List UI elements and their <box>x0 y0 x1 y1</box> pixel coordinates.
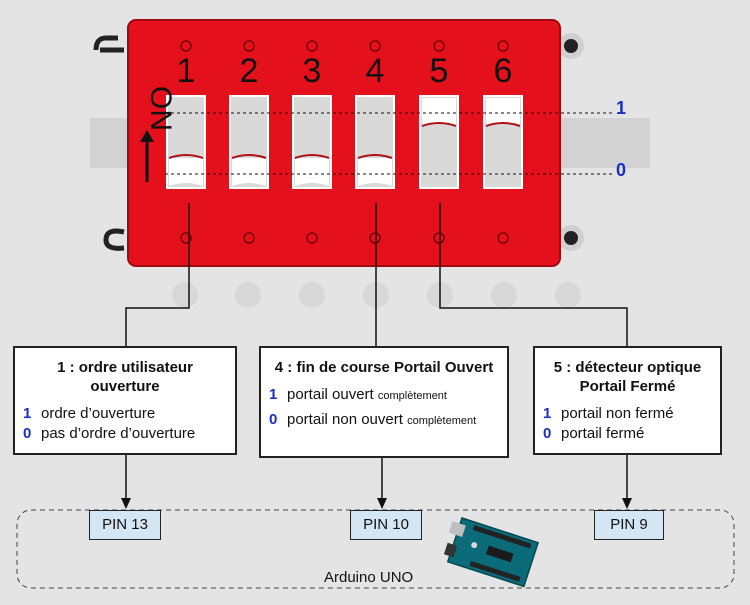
pin-13-label: PIN 13 <box>89 510 161 540</box>
pin-hole <box>433 232 445 244</box>
box-row: 1 portail non fermé <box>543 404 720 424</box>
switch-number-label: 5 <box>430 52 449 90</box>
switch-actuator <box>358 158 392 186</box>
box-row: 0 portail fermé <box>543 424 720 444</box>
wire-arrowheads <box>121 498 632 509</box>
switch-actuator <box>422 98 456 126</box>
level-low-label: 0 <box>616 160 626 180</box>
arduino-label: Arduino UNO <box>324 569 414 586</box>
state-text: portail non fermé <box>561 405 674 422</box>
pin-hole <box>243 40 255 52</box>
pin-10-label: PIN 10 <box>350 510 422 540</box>
box-title: 1 : ordre utilisateur ouverture <box>57 359 193 395</box>
connection-wires <box>125 203 628 500</box>
state-text: ordre d’ouverture <box>41 405 156 422</box>
state-key: 1 <box>23 405 32 422</box>
actuator-edge <box>485 122 521 127</box>
pin-hole <box>306 40 318 52</box>
pin-hole <box>369 40 381 52</box>
switch-side-pins <box>93 33 584 251</box>
switch-number-label: 1 <box>177 52 196 90</box>
box-title: 4 : fin de course Portail Ouvert <box>274 359 494 376</box>
pin-hole <box>306 232 318 244</box>
actuator-edge <box>294 154 330 159</box>
switch-number-label: 6 <box>494 52 513 90</box>
switch-actuator <box>486 98 520 126</box>
arduino-board-image <box>443 517 540 588</box>
box-row: 1 portail ouvert complètement <box>269 385 507 406</box>
state-key: 0 <box>543 425 552 442</box>
switch-number-label: 3 <box>303 52 322 90</box>
state-key: 0 <box>23 425 32 442</box>
pin-hole <box>497 232 509 244</box>
state-key: 1 <box>269 386 278 403</box>
actuator-edge <box>231 154 267 159</box>
box-row: 0 portail non ouvert complètement <box>269 410 507 431</box>
state-text: portail non ouvert <box>287 411 403 428</box>
pin-9-label: PIN 9 <box>594 510 664 540</box>
switch-position-5: 5 <box>419 40 459 244</box>
on-arrow-head <box>140 130 154 142</box>
switch-position-3: 3 <box>292 40 332 244</box>
state-note: complètement <box>407 415 477 427</box>
actuator-edge <box>357 154 393 159</box>
actuator-edge <box>421 122 457 127</box>
switch-actuator <box>169 158 203 186</box>
on-label: ON <box>144 86 177 131</box>
switch-position-6: 6 <box>483 40 523 244</box>
box-title: 5 : détecteur optique Portail Fermé <box>553 359 702 395</box>
switch-number-label: 2 <box>240 52 259 90</box>
pin-hole <box>369 232 381 244</box>
pin-hole <box>180 232 192 244</box>
state-text: portail ouvert <box>287 386 374 403</box>
pin-hole <box>433 40 445 52</box>
pin-hole <box>243 232 255 244</box>
level-high-label: 1 <box>616 98 626 118</box>
box-row: 0 pas d’ordre d’ouverture <box>23 424 235 444</box>
pin-hole <box>180 40 192 52</box>
breadboard-holes <box>172 282 581 308</box>
state-text: portail fermé <box>561 425 645 442</box>
switch-position-2: 2 <box>229 40 269 244</box>
switch-number-label: 4 <box>366 52 385 90</box>
switch-actuator <box>232 158 266 186</box>
box-row: 1 ordre d’ouverture <box>23 404 235 424</box>
state-key: 1 <box>543 405 552 422</box>
switch-actuator <box>295 158 329 186</box>
switch-position-4: 4 <box>355 40 395 244</box>
switch-position-1: 1 <box>166 40 206 244</box>
state-text: pas d’ordre d’ouverture <box>41 425 196 442</box>
actuator-edge <box>168 154 204 159</box>
state-note: complètement <box>377 390 447 402</box>
description-box-switch-4: 4 : fin de course Portail Ouvert 1 portai… <box>259 346 509 458</box>
dip-switch-body <box>127 19 561 267</box>
description-box-switch-1: 1 : ordre utilisateur ouverture 1 ordre d… <box>13 346 237 455</box>
pin-hole <box>497 40 509 52</box>
state-key: 0 <box>269 411 278 428</box>
description-box-switch-5: 5 : détecteur optique Portail Fermé 1 por… <box>533 346 722 455</box>
